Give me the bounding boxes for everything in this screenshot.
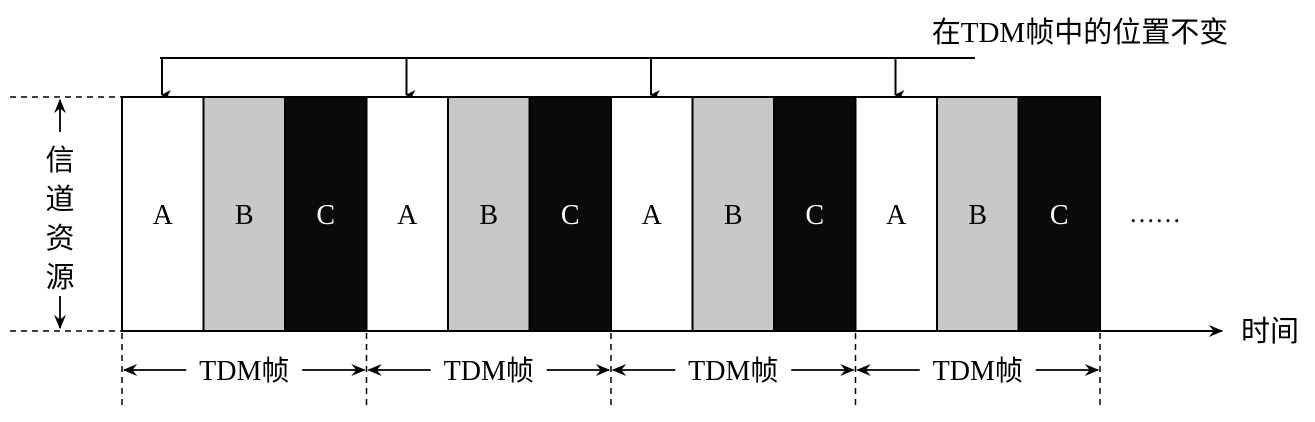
slot-c: C (284, 96, 368, 332)
slot-label: A (153, 200, 174, 231)
slot-rect (691, 96, 775, 332)
slot-label: A (397, 200, 418, 231)
slot-label: B (235, 200, 254, 231)
channel-resource-char: 道 (45, 183, 74, 216)
frame-label: TDM帧 (933, 355, 1023, 387)
slot-label: B (724, 200, 743, 231)
tdm-frame: TDM帧 (856, 355, 1100, 387)
slot-b: B (447, 96, 531, 332)
tdm-frame: TDM帧 (611, 355, 855, 387)
channel-resource-char: 源 (45, 261, 74, 294)
slot-rect (773, 96, 857, 332)
frame-label: TDM帧 (688, 355, 778, 387)
slot-label: C (561, 200, 580, 231)
position-pointers (161, 58, 905, 100)
slot-rect (365, 96, 449, 332)
slot-label: C (805, 200, 824, 231)
frame-label: TDM帧 (444, 355, 534, 387)
time-axis-label: 时间 (1241, 315, 1299, 348)
channel-resource-char: 资 (45, 222, 74, 255)
slot-a: A (365, 96, 449, 332)
slot-a: A (121, 96, 205, 332)
slot-a: A (610, 96, 694, 332)
tdm-frame: TDM帧 (367, 355, 611, 387)
slot-label: A (642, 200, 663, 231)
tdm-frames: TDM帧 TDM帧 TDM帧 TDM帧 (121, 333, 1101, 410)
tdm-frame: TDM帧 (122, 355, 366, 387)
position-note: 在TDM帧中的位置不变 (932, 16, 1228, 49)
slot-label: B (968, 200, 987, 231)
slot-b: B (202, 96, 286, 332)
slot-b: B (691, 96, 775, 332)
slot-label: B (479, 200, 498, 231)
slot-c: C (528, 96, 612, 332)
slot-label: C (316, 200, 335, 231)
slot-rect (854, 96, 938, 332)
slot-rect (202, 96, 286, 332)
slot-rect (447, 96, 531, 332)
continuation-dots: …… (1129, 199, 1181, 228)
channel-resource-char: 信 (45, 144, 74, 177)
slot-label: C (1050, 200, 1069, 231)
slot-label: A (886, 200, 907, 231)
slot-c: C (773, 96, 857, 332)
slot-a: A (854, 96, 938, 332)
slot-rect (284, 96, 368, 332)
slot-b: B (936, 96, 1020, 332)
slot-rect (936, 96, 1020, 332)
frame-label: TDM帧 (199, 355, 289, 387)
slot-c: C (1017, 96, 1101, 332)
